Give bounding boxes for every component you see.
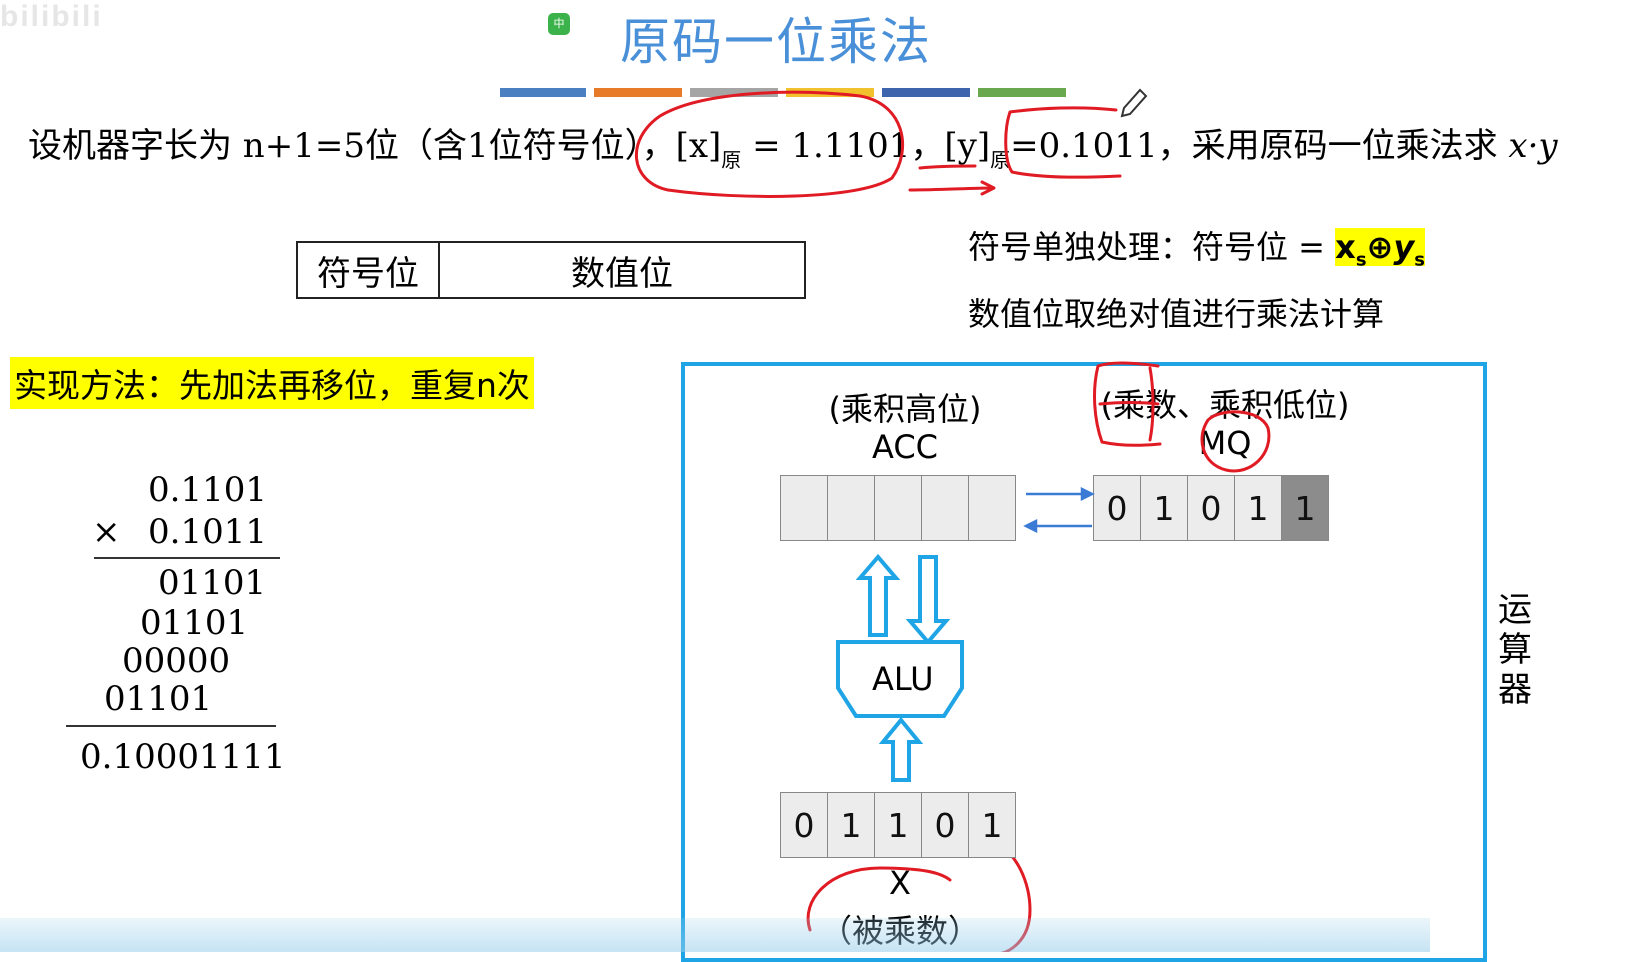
mq-bit: 1 [1234,475,1282,541]
partial-product-3: 00000 [122,641,231,681]
x-register: 0 1 1 0 1 [780,792,1016,858]
implementation-method: 实现方法：先加法再移位，重复n次 [10,357,534,409]
video-progress-band[interactable] [0,918,1430,952]
acc-bit [968,475,1016,541]
color-bar-segment-orange [594,88,682,97]
multiplier: 0.1011 [148,512,267,552]
x-value: = 1.1101， [741,126,945,166]
color-bar-segment-gray [690,88,778,97]
mq-bit: 0 [1187,475,1235,541]
mq-circle-annotation [1200,410,1271,473]
problem-statement: 设机器字长为 n+1=5位（含1位符号位），[x]原 = 1.1101，[y]原… [28,118,1558,173]
acc-alu-arrows [855,553,951,646]
arithmetic-unit-label: 运 算 器 [1498,590,1532,710]
x-alu-arrow [878,716,924,782]
product-expression: x·y [1508,126,1558,166]
x-bit: 1 [874,792,922,858]
x-bit: 1 [968,792,1016,858]
calc-divider-bottom [66,725,276,727]
acc-bit [827,475,875,541]
acc-bit [874,475,922,541]
alu-label: ALU [872,660,934,698]
partial-product-4: 01101 [104,679,213,719]
x-name: X [889,864,911,902]
abs-value-note: 数值位取绝对值进行乘法计算 [968,295,1385,333]
alu-shape [836,640,964,718]
multiplier-bracket-annotation [1093,361,1162,447]
y-value-bracket-annotation [1004,106,1122,179]
color-bar-segment-blue [500,88,586,97]
sign-bit-cell: 符号位 [298,243,440,297]
pencil-cursor-icon [1120,88,1148,118]
mq-bit: 0 [1093,475,1141,541]
pen-annotations [635,90,1271,952]
mq-bit: 1 [1140,475,1188,541]
acc-description: (乘积高位) [828,390,982,428]
shift-arrows [1023,486,1095,534]
multiplicand: 0.1101 [148,470,267,510]
partial-product-2: 01101 [140,603,249,643]
sign-xor-formula: xs⊕ys [1335,228,1425,271]
color-bar-segment-green [978,88,1066,97]
sign-rule-note: 符号单独处理：符号位 = xs⊕ys [968,228,1425,271]
x-circle-annotation [635,90,905,198]
input-method-badge[interactable]: 中 [548,13,570,35]
calc-divider-top [94,557,280,559]
x-bit: 0 [921,792,969,858]
acc-bit [780,475,828,541]
color-bar-segment-darkblue [882,88,970,97]
y-value: =0.1011， [1010,126,1192,166]
x-bit: 1 [827,792,875,858]
mq-description: (乘数、乘积低位) [1100,386,1350,424]
acc-name: ACC [871,428,938,466]
problem-suffix: 采用原码一位乘法求 [1191,126,1509,166]
value-bits-cell: 数值位 [571,253,673,294]
times-sign: × [92,512,121,552]
bilibili-watermark: bilibili [0,0,103,33]
y-underline-annotation [908,164,996,196]
number-format-table: 符号位 数值位 [296,241,806,299]
x-label: [x]原 [675,126,742,172]
mq-register: 0 1 0 1 1 [1093,475,1329,541]
slide-title: 原码一位乘法 [620,13,932,71]
mq-lowest-bit: 1 [1281,475,1329,541]
problem-prefix: 设机器字长为 n+1=5位（含1位符号位）， [28,126,676,166]
x-bit: 0 [780,792,828,858]
final-product: 0.10001111 [80,737,286,777]
acc-register [780,475,1016,541]
partial-product-1: 01101 [158,563,267,603]
